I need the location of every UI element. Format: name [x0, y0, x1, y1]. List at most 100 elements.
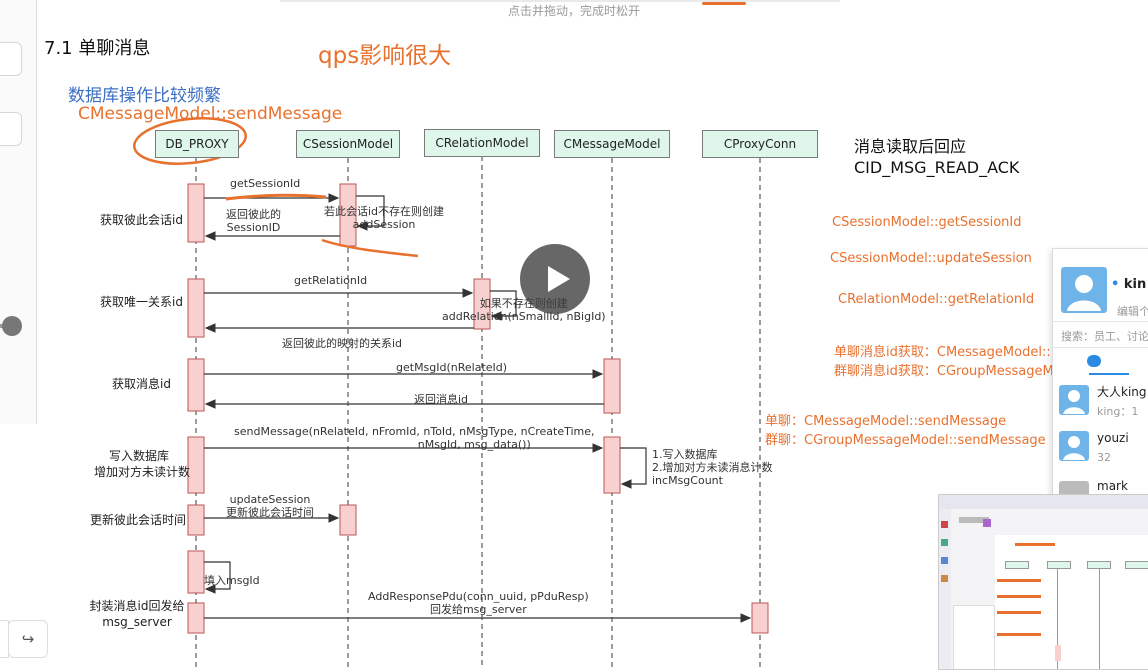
section-title: 7.1 单聊消息	[44, 38, 151, 59]
activation-bar	[187, 602, 205, 634]
side-note-line: 群聊消息id获取：CGroupMessageM	[834, 364, 1054, 379]
contact-preview: king：1	[1097, 405, 1139, 418]
contact-name: youzi	[1097, 431, 1129, 445]
user-silhouette-icon	[1063, 390, 1085, 414]
side-note: CSessionModel::getSessionId	[832, 215, 1022, 230]
contact-name: mark	[1097, 479, 1128, 493]
db-annotation: 数据库操作比较频繁	[68, 86, 221, 106]
thumb-chat	[953, 605, 995, 669]
annotation-underline	[321, 238, 419, 258]
thumb-content	[995, 535, 1148, 669]
activation-bar	[603, 358, 621, 414]
annotation-underline	[225, 193, 327, 201]
edit-signature[interactable]: 编辑个	[1117, 305, 1148, 318]
msg-label: updateSession 更新彼此会话时间	[226, 493, 314, 519]
tab-indicator	[1089, 373, 1129, 375]
thumb-sidebar	[939, 509, 951, 669]
thumb-line	[1057, 569, 1058, 669]
activation-bar	[473, 278, 491, 330]
msg-label-line: updateSession	[229, 493, 311, 506]
row-label: 写入数据库 增加对方未读计数	[94, 448, 191, 480]
size-slider-knob[interactable]	[2, 316, 22, 336]
msg-label-line: sendMessage(nRelateId, nFromId, nToId, n…	[234, 425, 595, 438]
send-annotation: CMessageModel::sendMessage	[78, 104, 343, 124]
list-item[interactable]: 大人king king：1	[1053, 379, 1148, 425]
screen-share-thumbnail[interactable]	[938, 494, 1148, 670]
activation-bar	[187, 504, 205, 536]
row-label: 更新彼此会话时间	[90, 513, 187, 527]
activation-bar	[187, 278, 205, 338]
activation-bar	[751, 602, 769, 634]
side-note-line: 单聊消息id获取：CMessageModel::	[834, 345, 1051, 360]
thumb-text	[959, 517, 989, 523]
tool-button[interactable]	[0, 42, 22, 76]
msg-label-line: addSession	[352, 218, 416, 231]
msg-label: getSessionId	[230, 177, 301, 190]
activation-bar	[187, 436, 205, 494]
drag-hint: 点击并拖动，完成时松开	[507, 4, 640, 18]
msg-label-line: AddResponsePdu(conn_uuid, pPduResp)	[368, 590, 589, 603]
msg-label: getRelationId	[294, 274, 368, 287]
thumb-text	[997, 611, 1041, 614]
thumb-box	[1125, 561, 1148, 569]
thumb-text	[997, 579, 1041, 582]
chat-panel: • kin 编辑个 搜索：员工、讨论 大人king king：1 youzi 3…	[1052, 248, 1148, 500]
redo-icon: ↪	[21, 630, 35, 648]
msg-label: 返回彼此的映射的关系id	[282, 337, 403, 350]
row-label: 获取唯一关系id	[100, 295, 183, 309]
redo-button[interactable]: ↪	[8, 620, 48, 658]
thumb-icon	[941, 521, 948, 528]
thumb-line	[1099, 569, 1100, 669]
self-arrow	[204, 561, 231, 594]
lifeline-header-message: CMessageModel	[554, 130, 670, 158]
lifeline-header-session: CSessionModel	[296, 130, 400, 158]
row-label: 获取消息id	[112, 377, 171, 391]
online-dot-icon: •	[1111, 277, 1120, 292]
thumb-icon	[941, 557, 948, 564]
row-label-line: 写入数据库	[108, 449, 169, 463]
self-arrow	[490, 290, 517, 321]
msg-label-line: 回发给msg_server	[429, 603, 527, 616]
top-scroll-indicator	[280, 0, 840, 2]
activation-bar	[339, 504, 357, 536]
activation-bar	[603, 436, 621, 494]
self-arrow	[620, 447, 647, 489]
msg-label-line: 更新彼此会话时间	[226, 506, 314, 519]
activation-bar	[187, 358, 205, 412]
row-label-line: msg_server	[102, 615, 172, 629]
thumb-mark	[1015, 543, 1055, 546]
activation-bar	[187, 550, 205, 594]
tool-button[interactable]	[0, 112, 22, 146]
lifeline-header-relation: CRelationModel	[424, 129, 540, 157]
user-silhouette-icon	[1067, 275, 1101, 311]
msg-label-line: addRelation(nSmallId, nBigId)	[442, 310, 606, 323]
thumb-icon	[983, 519, 991, 527]
row-label: 获取彼此会话id	[100, 213, 183, 227]
msg-label: 返回消息id	[414, 393, 469, 406]
msg-label: AddResponsePdu(conn_uuid, pPduResp) 回发给m…	[368, 590, 589, 616]
contact-preview: 32	[1097, 451, 1111, 464]
read-ack-line: 消息读取后回应	[854, 137, 967, 156]
thumb-titlebar	[939, 495, 1148, 509]
avatar-icon	[1059, 385, 1089, 415]
msg-label-line: 1.写入数据库	[652, 448, 718, 461]
msg-label: getMsgId(nRelateId)	[396, 361, 508, 374]
self-arrow	[356, 195, 385, 231]
search-input[interactable]: 搜索：员工、讨论	[1061, 330, 1148, 343]
list-item[interactable]: youzi 32	[1053, 427, 1148, 473]
side-note: 单聊：CMessageModel::sendMessage 群聊：CGroupM…	[765, 412, 1046, 450]
annotation-stroke	[702, 2, 746, 5]
divider	[1053, 347, 1148, 348]
msg-label: 返回彼此的 SessionID	[226, 208, 281, 234]
thumb-icon	[941, 575, 948, 582]
msg-label-line: 若此会话id不存在则创建	[324, 205, 445, 218]
read-ack-note: 消息读取后回应 CID_MSG_READ_ACK	[854, 136, 1019, 178]
divider	[1053, 321, 1148, 322]
row-label-line: 封装消息id回发给	[89, 599, 185, 613]
lifeline-header-proxyconn: CProxyConn	[702, 130, 818, 158]
thumb-box	[1087, 561, 1111, 569]
chat-bubble-icon[interactable]	[1087, 355, 1101, 367]
row-label-line: 增加对方未读计数	[94, 465, 191, 479]
activation-bar	[187, 183, 205, 243]
avatar-icon	[1059, 431, 1089, 461]
